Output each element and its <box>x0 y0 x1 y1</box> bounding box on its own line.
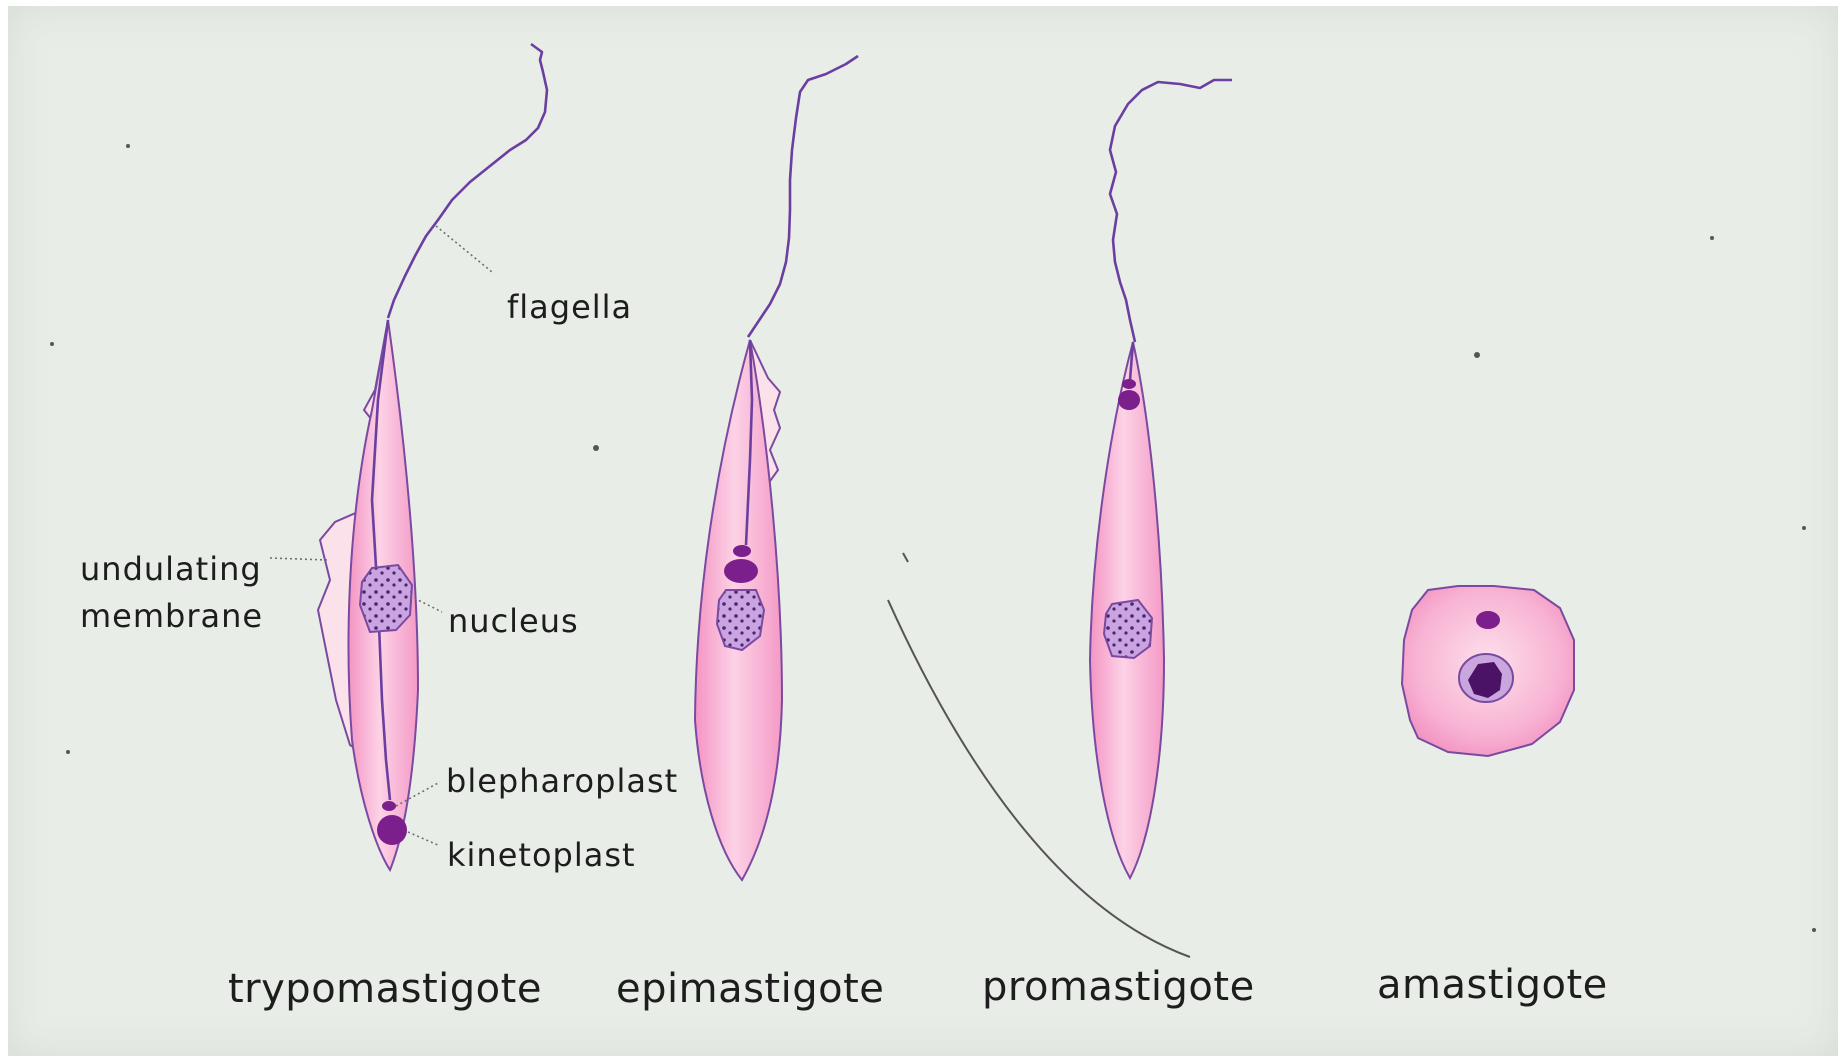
promastigote-title: promastigote <box>982 964 1255 1010</box>
promastigote-nucleus <box>1104 600 1152 658</box>
kinetoplast-leader <box>408 832 440 846</box>
promastigote-kinetoplast <box>1118 390 1140 410</box>
promastigote-blepharoplast <box>1122 379 1136 389</box>
blepharoplast-label: blepharoplast <box>446 762 678 800</box>
trypomastigote-blepharoplast <box>382 801 396 811</box>
membrane-leader <box>270 558 328 560</box>
trypomastigote-cell <box>318 44 547 870</box>
amastigote-cell <box>1402 586 1574 756</box>
flagella-leader <box>436 226 492 272</box>
epimastigote-flagellum <box>748 56 858 337</box>
undulating-label-line2: membrane <box>80 597 263 635</box>
kinetoplast-label: kinetoplast <box>447 836 636 874</box>
undulating-label-line1: undulating <box>80 550 262 588</box>
trypomastigote-flagellum <box>388 44 547 318</box>
promastigote-flagellum <box>1110 80 1232 342</box>
trypomastigote-kinetoplast <box>377 815 407 845</box>
stray-mark <box>903 553 908 562</box>
amastigote-title: amastigote <box>1377 962 1608 1008</box>
trypomastigote-title: trypomastigote <box>228 966 542 1012</box>
nucleus-label: nucleus <box>448 602 579 640</box>
dust-specks <box>50 144 1816 932</box>
epimastigote-blepharoplast <box>733 545 751 557</box>
trypomastigote-nucleus <box>360 565 412 632</box>
amastigote-kinetoplast <box>1476 611 1500 629</box>
epimastigote-title: epimastigote <box>616 966 884 1012</box>
epimastigote-cell <box>695 56 858 880</box>
flagella-label: flagella <box>507 288 632 326</box>
promastigote-cell <box>1090 80 1232 878</box>
epimastigote-kinetoplast <box>724 559 758 583</box>
